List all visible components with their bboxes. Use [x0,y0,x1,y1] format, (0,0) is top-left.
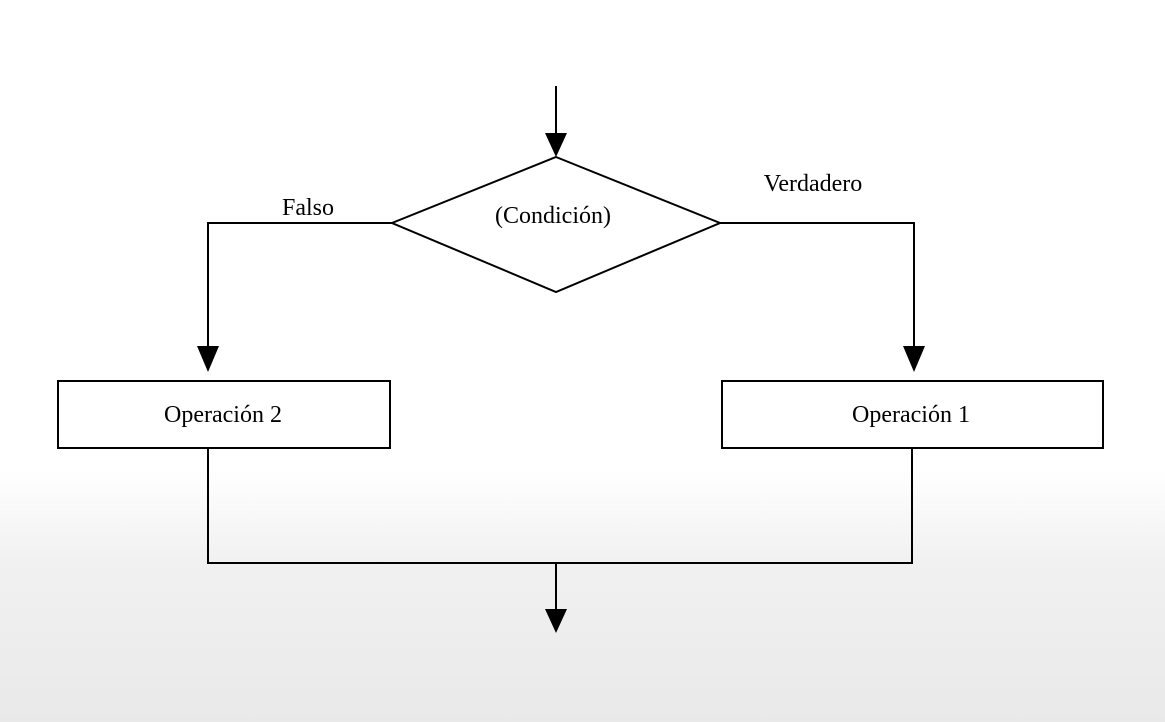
false-branch-line [207,222,392,347]
false-label: Falso [282,195,334,221]
condition-label: (Condición) [495,203,611,229]
entry-arrowhead [545,133,567,157]
true-branch-arrowhead [903,346,925,372]
merge-line [207,448,913,564]
operation-2-label: Operación 2 [164,402,282,428]
true-branch-line [720,222,915,347]
operation-2-box [57,380,391,449]
exit-arrowhead [545,609,567,633]
true-label: Verdadero [764,171,863,197]
false-branch-arrowhead [197,346,219,372]
operation-1-box [721,380,1104,449]
operation-1-label: Operación 1 [852,402,970,428]
decision-diamond [389,155,723,294]
